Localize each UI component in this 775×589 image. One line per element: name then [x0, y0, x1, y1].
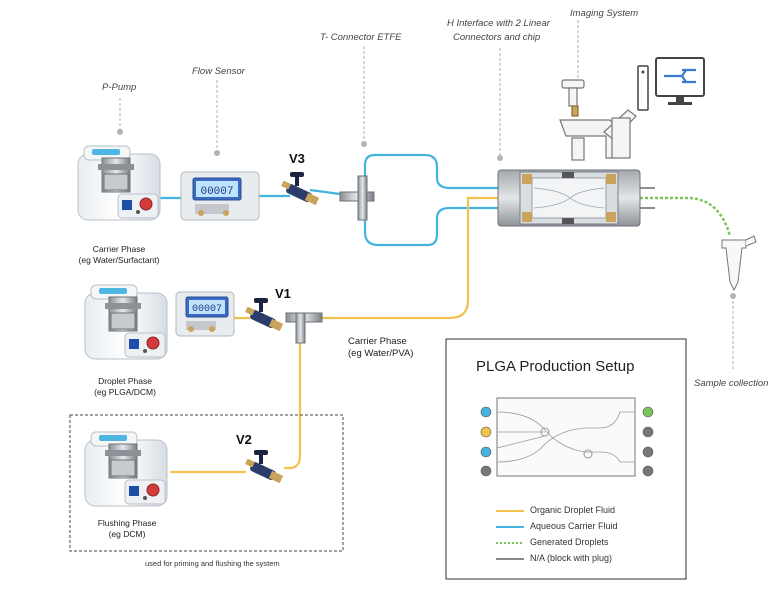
- valve-v2-label: V2: [236, 432, 252, 447]
- aqueous-tubing: [160, 153, 500, 247]
- droplets-tubing: [640, 196, 732, 237]
- h-interface-label-2: Connectors and chip: [453, 32, 541, 43]
- legend-item-3: N/A (block with plug): [530, 553, 613, 563]
- carrier-pva-line1: Carrier Phase: [348, 336, 407, 347]
- valve-v3: [281, 172, 320, 206]
- t-connector-top: [339, 175, 375, 221]
- carrier-pva-line2: (eg Water/PVA): [348, 348, 414, 359]
- monitor-icon: [637, 57, 705, 111]
- legend-item-2: Generated Droplets: [530, 537, 609, 547]
- leader-dot: [361, 141, 367, 147]
- valve-v3-label: V3: [289, 151, 305, 166]
- flushing-pump-caption-line1: Flushing Phase: [97, 518, 157, 528]
- imaging-system: [559, 79, 637, 161]
- flushing-pump-caption-line2: (eg DCM): [108, 529, 146, 539]
- legend-port-right: [642, 406, 654, 418]
- legend-port-right: [642, 465, 654, 477]
- legend-lines: [496, 510, 524, 560]
- sample-collection-label: Sample collection: [694, 378, 769, 389]
- carrier-pva-label: Carrier Phase (eg Water/PVA): [348, 336, 413, 360]
- carrier-pump: [77, 145, 161, 221]
- h-interface-chip: [497, 169, 641, 227]
- droplet-pump-caption: Droplet Phase (eg PLGA/DCM): [80, 376, 170, 398]
- legend-chip-schematic: [496, 397, 636, 477]
- droplet-pump-caption-line2: (eg PLGA/DCM): [94, 387, 156, 397]
- sample-tube: [721, 235, 757, 292]
- legend-item-1: Aqueous Carrier Fluid: [530, 521, 618, 531]
- carrier-pump-caption-line2: (eg Water/Surfactant): [78, 255, 160, 265]
- leader-dot: [117, 129, 123, 135]
- valve-v1-label: V1: [275, 286, 291, 301]
- carrier-pump-caption: Carrier Phase (eg Water/Surfactant): [64, 244, 174, 266]
- sensor-readout: 00007: [200, 186, 233, 198]
- valve-v2: [245, 450, 284, 484]
- leader-dot: [730, 293, 736, 299]
- na-stubs: [640, 187, 655, 209]
- legend-port-left: [480, 465, 492, 477]
- legend-title: PLGA Production Setup: [476, 358, 635, 375]
- valve-v1: [245, 298, 284, 332]
- h-interface-label-1: H Interface with 2 Linear: [447, 18, 550, 29]
- leader-dot: [497, 155, 503, 161]
- flow-sensor-carrier: 00007: [180, 171, 260, 221]
- flushing-note: used for priming and flushing the system: [145, 559, 280, 568]
- legend-port-left: [480, 446, 492, 458]
- legend-ports: [480, 406, 654, 477]
- flow-sensor-label: Flow Sensor: [192, 66, 245, 77]
- t-connector-label: T- Connector ETFE: [320, 32, 402, 43]
- droplet-pump: [84, 284, 168, 360]
- legend-port-right: [642, 426, 654, 438]
- legend-port-left: [480, 426, 492, 438]
- flow-sensor-droplet: 00007: [175, 291, 235, 337]
- imaging-system-label: Imaging System: [570, 8, 639, 19]
- flushing-pump: [84, 431, 168, 507]
- t-connector-bottom: [285, 312, 323, 344]
- leader-dot: [214, 150, 220, 156]
- flushing-pump-caption: Flushing Phase (eg DCM): [82, 518, 172, 540]
- legend-port-left: [480, 406, 492, 418]
- legend-item-0: Organic Droplet Fluid: [530, 505, 616, 515]
- droplet-pump-caption-line1: Droplet Phase: [98, 376, 152, 386]
- carrier-pump-caption-line1: Carrier Phase: [92, 244, 146, 254]
- legend-port-right: [642, 446, 654, 458]
- flushing-box: [69, 414, 344, 552]
- p-pump-label: P-Pump: [102, 82, 137, 93]
- sensor-readout: 00007: [192, 304, 222, 315]
- leader-lines: [119, 20, 734, 370]
